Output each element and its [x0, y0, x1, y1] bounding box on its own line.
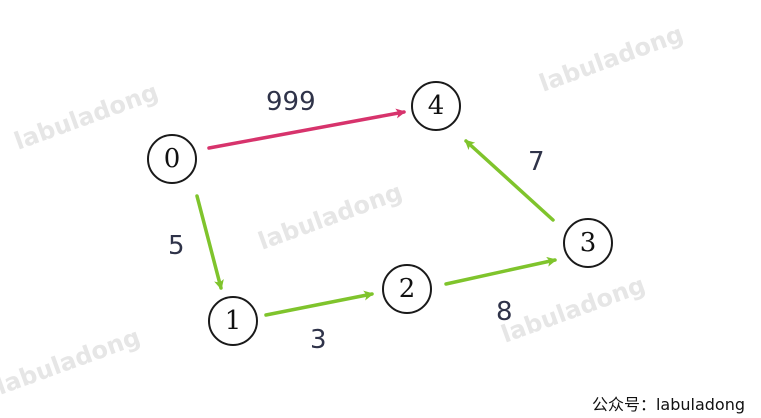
edge-weight-3-4: 7 [528, 147, 545, 177]
watermark: labuladong [0, 323, 144, 401]
graph-node: 3 [563, 218, 613, 268]
edge-weight-1-2: 3 [310, 325, 327, 355]
edge-1-2 [264, 290, 374, 317]
edge-weights-layer: 999 5 3 8 7 [168, 87, 545, 355]
node-label: 1 [225, 306, 242, 336]
node-label: 2 [399, 274, 416, 304]
edges-layer [195, 108, 557, 317]
node-label: 3 [580, 228, 597, 258]
watermark: labuladong [10, 78, 162, 156]
edge-weight-0-4: 999 [266, 87, 316, 117]
node-circle [208, 296, 258, 346]
credit-name: labuladong [656, 395, 745, 414]
edge-0-4 [207, 108, 406, 150]
edge-weight-2-3: 8 [496, 297, 513, 327]
watermark: labuladong [497, 271, 649, 349]
graph-node: 1 [208, 296, 258, 346]
edge-weight-0-1: 5 [168, 231, 185, 261]
watermark: labuladong [535, 20, 687, 98]
node-circle [147, 134, 197, 184]
graph-node: 2 [382, 264, 432, 314]
credit: 公众号：labuladong [592, 395, 745, 414]
node-circle [411, 81, 461, 131]
edge-0-1 [195, 194, 224, 290]
node-circle [563, 218, 613, 268]
watermark-layer: labuladong labuladong labuladong labulad… [0, 20, 687, 401]
node-circle [382, 264, 432, 314]
watermark: labuladong [254, 178, 406, 256]
edge-3-4 [464, 139, 555, 222]
node-label: 0 [164, 144, 181, 174]
node-label: 4 [428, 91, 445, 121]
credit-prefix: 公众号： [592, 395, 656, 414]
graph-node: 4 [411, 81, 461, 131]
edge-2-3 [444, 256, 557, 286]
graph-node: 0 [147, 134, 197, 184]
